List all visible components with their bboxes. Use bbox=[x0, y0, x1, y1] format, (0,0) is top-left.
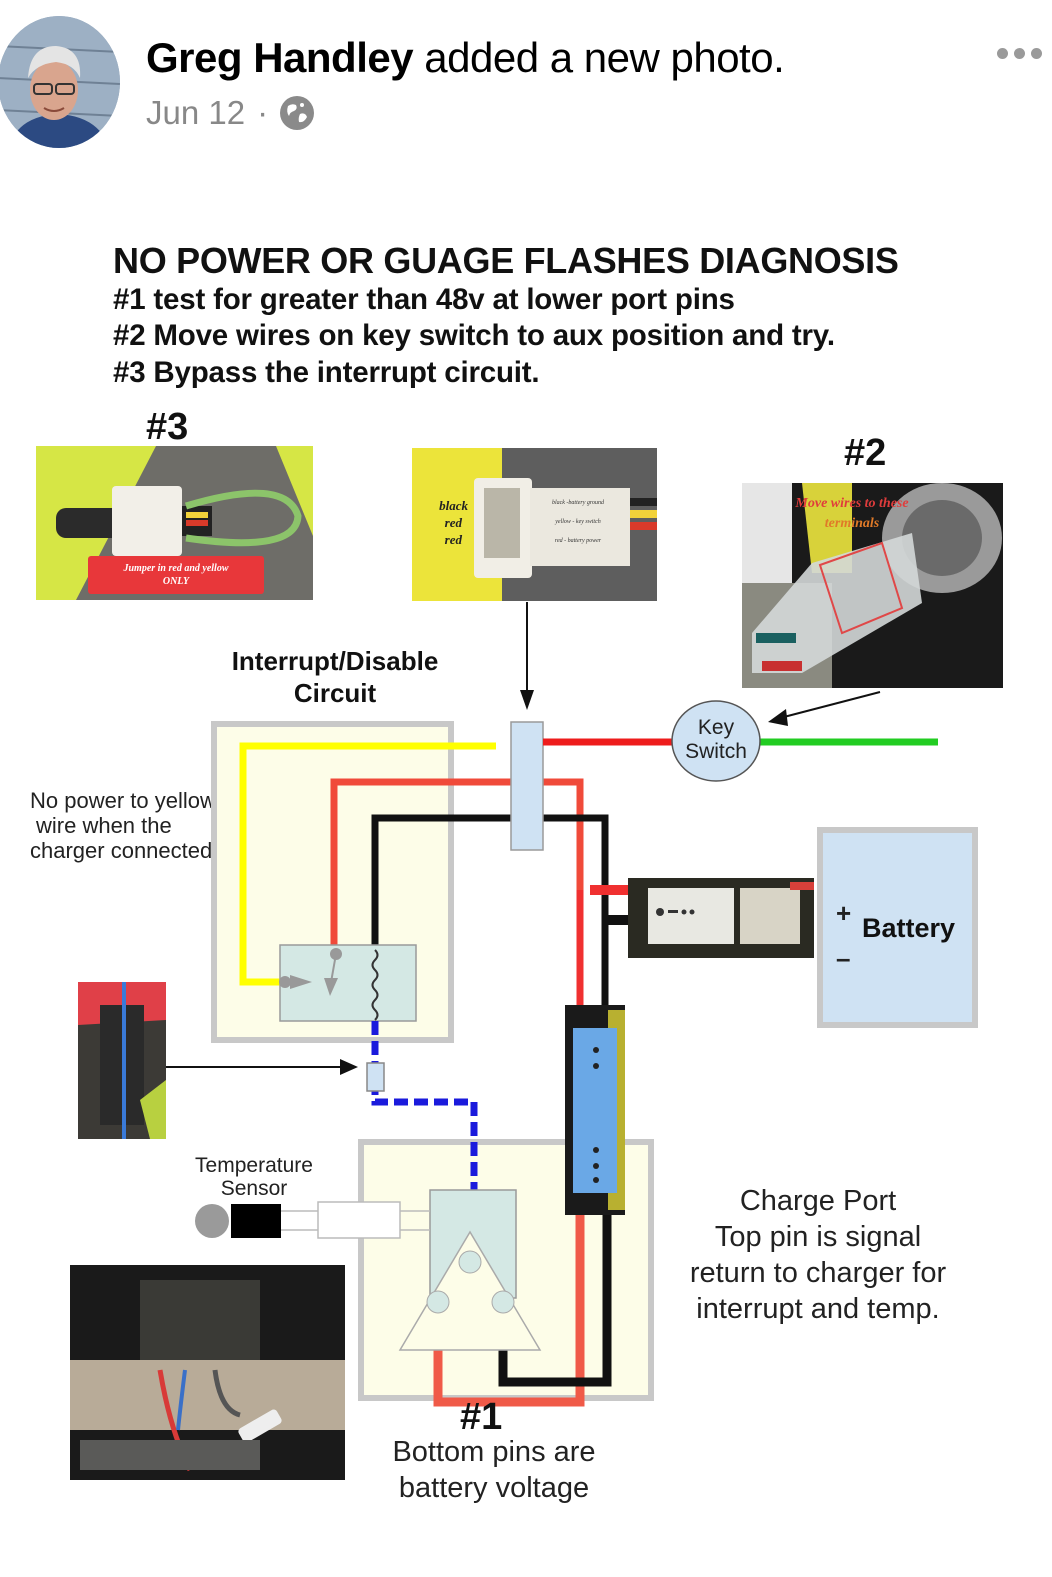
post-meta: Jun 12 · bbox=[146, 94, 315, 132]
blue-wire-connector bbox=[366, 1062, 385, 1092]
blue-wire-connector-photo bbox=[78, 982, 166, 1139]
wire-junction bbox=[510, 721, 544, 851]
diagram-step: #3 Bypass the interrupt circuit. bbox=[113, 356, 540, 389]
key-switch-photo: Move wires to these terminals bbox=[742, 483, 1003, 688]
key-switch-caption: Move wires to these bbox=[794, 496, 908, 511]
marker-2: #2 bbox=[844, 432, 887, 474]
note-line: Charge Port bbox=[739, 1185, 897, 1217]
connector-left-label: red bbox=[445, 515, 463, 530]
more-horizontal-icon bbox=[1031, 48, 1042, 59]
key-switch-line: Key bbox=[697, 716, 735, 739]
jumper-photo: Jumper in red and yellow ONLY bbox=[36, 446, 313, 600]
temp-sensor-connector bbox=[317, 1201, 401, 1239]
battery-label: Battery bbox=[862, 913, 956, 943]
diagram-step: #1 test for greater than 48v at lower po… bbox=[113, 283, 735, 316]
charge-connector-photo bbox=[565, 1005, 625, 1215]
diagram-heading: NO POWER OR GUAGE FLASHES DIAGNOSIS bbox=[113, 240, 899, 281]
connector-right-label: red - battery power bbox=[555, 538, 602, 544]
note-line: Top pin is signal bbox=[714, 1221, 922, 1253]
connector-right-label: black -battery ground bbox=[552, 500, 605, 506]
note-line: Bottom pins are bbox=[392, 1436, 596, 1468]
post-title: Greg Handley added a new photo. bbox=[146, 34, 785, 82]
battery-pin bbox=[491, 1290, 515, 1314]
author-name[interactable]: Greg Handley bbox=[146, 34, 414, 81]
post-action: added a new photo. bbox=[424, 34, 785, 81]
key-switch bbox=[671, 700, 761, 782]
note-line: wire when the bbox=[36, 813, 172, 838]
arrow-head bbox=[520, 690, 534, 710]
temp-sensor-bulb bbox=[195, 1204, 229, 1238]
temp-label-line: Sensor bbox=[220, 1177, 288, 1200]
post-photo[interactable]: NO POWER OR GUAGE FLASHES DIAGNOSIS #1 t… bbox=[0, 170, 1052, 1577]
key-switch-line: Switch bbox=[685, 740, 747, 763]
temp-sensor-label: Temperature Sensor bbox=[184, 1154, 324, 1200]
marker-3: #3 bbox=[146, 406, 189, 448]
post-date[interactable]: Jun 12 bbox=[146, 94, 246, 131]
connector-left-label: black bbox=[439, 498, 468, 513]
more-horizontal-icon bbox=[997, 48, 1008, 59]
signal-pin bbox=[458, 1250, 482, 1274]
blue-wire bbox=[371, 1021, 478, 1190]
key-switch-label: Key Switch bbox=[672, 716, 760, 764]
note-line: interrupt and temp. bbox=[696, 1293, 940, 1325]
battery-minus: – bbox=[836, 943, 851, 973]
note-line: return to charger for bbox=[689, 1257, 947, 1289]
key-switch-caption-2: terminals bbox=[825, 516, 880, 531]
globe-icon bbox=[280, 96, 315, 130]
avatar-photo bbox=[0, 16, 120, 148]
note-line: charger connected bbox=[30, 838, 213, 863]
arrow-head bbox=[768, 709, 788, 726]
yellow-wire bbox=[239, 742, 496, 986]
jumper-caption: Jumper in red and yellow bbox=[122, 563, 228, 574]
red-wire-port bbox=[433, 1215, 585, 1407]
wiring-diagram bbox=[70, 602, 978, 1480]
note-line: battery voltage bbox=[398, 1472, 590, 1504]
red-wire-interrupt bbox=[330, 778, 584, 950]
charge-port-note: Charge Port Top pin is signal return to … bbox=[660, 1183, 976, 1327]
connector-right-label: yellow - key switch bbox=[554, 519, 600, 525]
jumper-caption-2: ONLY bbox=[163, 576, 190, 587]
no-power-note: No power to yellow wire when the charger… bbox=[30, 788, 220, 863]
battery-pin bbox=[426, 1290, 450, 1314]
temp-sensor-body bbox=[231, 1204, 281, 1238]
interrupt-title-line: Interrupt/Disable bbox=[231, 646, 439, 676]
black-wire-port bbox=[498, 1215, 612, 1387]
battery bbox=[817, 827, 978, 1028]
note-line: No power to yellow bbox=[30, 788, 216, 813]
interrupt-circuit-title: Interrupt/Disable Circuit bbox=[200, 645, 470, 709]
meta-separator: · bbox=[257, 94, 269, 131]
more-options-button[interactable] bbox=[997, 48, 1042, 59]
more-horizontal-icon bbox=[1014, 48, 1025, 59]
arrow-head bbox=[340, 1059, 358, 1075]
charge-port-photo bbox=[70, 1265, 345, 1480]
key-switch-arrow bbox=[779, 691, 881, 719]
temp-label-line: Temperature bbox=[195, 1154, 313, 1177]
relay-coil bbox=[371, 949, 379, 1021]
connector-photo: black red red black -battery ground yell… bbox=[412, 448, 657, 601]
battery-plus: + bbox=[836, 898, 852, 928]
black-wire-interrupt bbox=[371, 814, 609, 1000]
battery-connector-photo bbox=[628, 878, 814, 958]
diagram-step: #2 Move wires on key switch to aux posit… bbox=[113, 319, 835, 352]
author-avatar[interactable] bbox=[0, 16, 120, 148]
marker-1: #1 bbox=[460, 1396, 503, 1438]
bottom-pins-note: Bottom pins are battery voltage bbox=[360, 1434, 628, 1506]
interrupt-title-line: Circuit bbox=[293, 678, 377, 708]
connector-left-label: red bbox=[445, 532, 463, 547]
